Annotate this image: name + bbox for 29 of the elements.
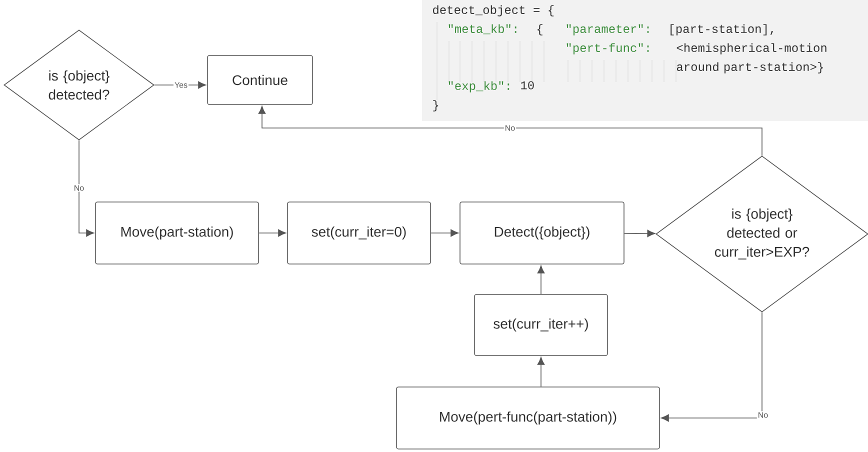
code-text: "parameter": <box>566 24 649 36</box>
process-box: Move(pert-func(part-station)) <box>396 386 660 450</box>
process-box: Move(part-station) <box>95 202 259 264</box>
arrow <box>78 140 94 237</box>
arrow <box>154 81 206 89</box>
edge-label: Yes <box>174 82 188 88</box>
arrow <box>537 265 545 294</box>
code-text: } <box>433 100 438 112</box>
edge-label: No <box>74 185 84 191</box>
code-text: "pert-func": <box>566 43 649 54</box>
arrow <box>258 229 286 237</box>
process-box: Continue <box>207 55 313 105</box>
code-text: detect_object = { <box>433 5 554 16</box>
code-text: "exp_kb": <box>448 81 510 92</box>
code-text: 10 <box>521 81 534 90</box>
arrow <box>660 312 762 422</box>
edge-label: No <box>506 125 515 131</box>
code-text: <hemispherical-motion around part-station>} <box>676 43 826 74</box>
edge-label: No <box>758 412 768 418</box>
code-text: "meta_kb": <box>448 24 516 34</box>
process-box: set(curr_iter=0) <box>287 202 431 264</box>
arrow <box>258 106 762 156</box>
code-text: [part-station], <box>670 24 774 36</box>
process-box: Detect({object}) <box>460 202 624 264</box>
arrow <box>624 230 656 238</box>
process-box: set(curr_iter++) <box>474 294 608 356</box>
code-text: { <box>538 24 542 36</box>
arrow <box>537 356 545 387</box>
arrow <box>430 229 459 237</box>
